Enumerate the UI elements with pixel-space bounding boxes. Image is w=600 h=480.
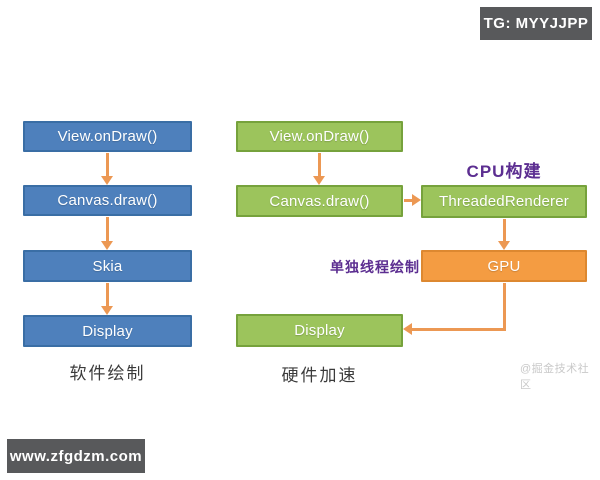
node-software-skia: Skia [23, 250, 192, 282]
arrow-down-icon [498, 241, 510, 250]
node-hardware-canvas-draw: Canvas.draw() [236, 185, 403, 217]
arrow-down-icon [101, 241, 113, 250]
node-software-canvas-draw: Canvas.draw() [23, 185, 192, 216]
juejin-watermark: @掘金技术社区 [520, 363, 590, 391]
node-hardware-view-ondraw: View.onDraw() [236, 121, 403, 152]
arrow-line-gpu-down [503, 283, 506, 330]
arrow-line-sw-canvas-to-skia [106, 217, 109, 241]
node-threaded-renderer: ThreadedRenderer [421, 185, 587, 218]
annotation-separate-thread-draw: 单独线程绘制 [330, 259, 420, 275]
annotation-cpu-build: CPU构建 [466, 162, 542, 181]
arrow-down-icon [313, 176, 325, 185]
arrow-right-icon [412, 194, 421, 206]
arrow-line-sw-skia-to-display [106, 283, 109, 306]
caption-hardware-acceleration: 硬件加速 [281, 366, 358, 385]
arrow-down-icon [101, 306, 113, 315]
tg-channel-badge: TG: MYYJJPP [480, 7, 592, 40]
caption-software-rendering: 软件绘制 [69, 364, 146, 383]
node-software-view-ondraw: View.onDraw() [23, 121, 192, 152]
arrow-line-sw-view-to-canvas [106, 153, 109, 176]
node-gpu: GPU [421, 250, 587, 282]
arrow-line-hw-view-to-canvas [318, 153, 321, 176]
node-software-display: Display [23, 315, 192, 347]
arrow-line-canvas-to-threadedrenderer [404, 199, 413, 202]
arrow-line-threadedrenderer-to-gpu [503, 219, 506, 241]
node-hardware-display: Display [236, 314, 403, 347]
website-badge: www.zfgdzm.com [7, 439, 145, 473]
arrow-line-gpu-to-display [412, 328, 506, 331]
arrow-down-icon [101, 176, 113, 185]
arrow-left-icon [403, 323, 412, 335]
